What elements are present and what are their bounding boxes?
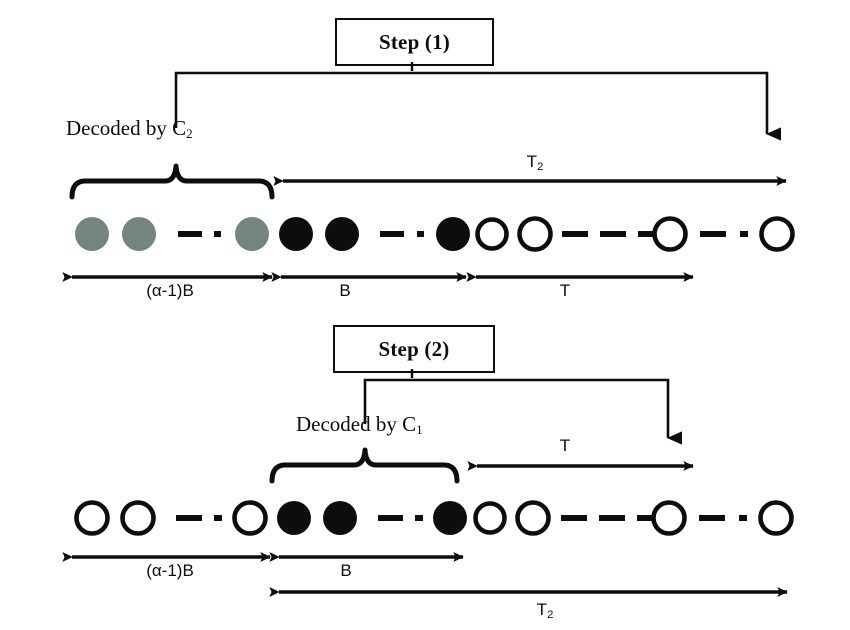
node-white xyxy=(232,500,268,536)
ellipsis-dot xyxy=(214,231,221,237)
step-2-curly-brace xyxy=(269,447,460,484)
step-2-brace-label-subscript: 1 xyxy=(416,421,423,437)
ellipsis-dash xyxy=(600,231,626,237)
node-black xyxy=(325,217,359,251)
step-2-segment-label-b: B xyxy=(340,561,352,580)
ellipsis-dash xyxy=(699,515,725,521)
node-gray xyxy=(75,217,109,251)
step-2-top-span-label: T xyxy=(545,436,585,457)
step-1-box: Step (1) xyxy=(335,18,494,66)
step-1-segment-label-t: T xyxy=(559,281,571,300)
step-2-box: Step (2) xyxy=(333,325,495,373)
step-1-top-span-label-subscript: 2 xyxy=(537,160,544,173)
ellipsis-dot xyxy=(740,231,748,237)
ellipsis-dot xyxy=(739,515,747,521)
step-2-node-row xyxy=(74,500,794,536)
step-2-box-label: Step (2) xyxy=(378,336,450,361)
node-gray xyxy=(235,217,269,251)
step-1-flow-connector xyxy=(174,62,781,141)
step-1-brace-label-subscript: 2 xyxy=(186,125,193,141)
step-1-segment-label-b: B xyxy=(339,281,351,300)
node-white xyxy=(651,500,687,536)
step-1-node-row xyxy=(75,216,795,252)
node-black xyxy=(277,501,311,535)
step-1-box-label: Step (1) xyxy=(378,29,450,54)
node-white xyxy=(74,500,110,536)
node-white xyxy=(515,500,551,536)
ellipsis-dash xyxy=(176,515,202,521)
ellipsis-dot xyxy=(417,231,424,237)
ellipsis-dash xyxy=(378,515,403,521)
step-2-measure-arrows xyxy=(62,552,788,597)
ellipsis-dot xyxy=(415,515,423,521)
node-white xyxy=(758,500,794,536)
ellipsis-dash xyxy=(637,515,653,521)
ellipsis-dash xyxy=(700,231,726,237)
step-1-curly-brace xyxy=(69,163,275,200)
node-black xyxy=(433,501,467,535)
step-2-flow-connector xyxy=(363,369,682,445)
step-2-bottom-span-label: T2 xyxy=(515,600,575,621)
ellipsis-dash xyxy=(562,231,588,237)
node-gray xyxy=(122,217,156,251)
node-black xyxy=(279,217,313,251)
step-1-top-span-label-text: T xyxy=(526,152,538,171)
step-2-brace-label: Decoded by C1 xyxy=(296,412,423,438)
ellipsis-dot xyxy=(214,515,222,521)
ellipsis-dash xyxy=(561,515,587,521)
node-black xyxy=(323,501,357,535)
node-white xyxy=(475,217,509,251)
ellipsis-dash xyxy=(380,231,404,237)
step-2-bottom-span-label-text: T xyxy=(536,600,548,619)
step-1-segment-label-alpha: (α-1)B xyxy=(146,281,194,300)
node-white xyxy=(473,501,507,535)
node-white xyxy=(759,216,795,252)
step-2-brace-label-text: Decoded by C xyxy=(296,412,417,436)
step-1-top-span-label: T2 xyxy=(505,152,565,173)
step-2-top-span-label-text: T xyxy=(559,436,571,455)
step-1-brace-label: Decoded by C2 xyxy=(66,116,193,142)
step-2-segment-label-alpha: (α-1)B xyxy=(146,561,194,580)
node-white xyxy=(120,500,156,536)
node-white xyxy=(652,216,688,252)
step-2-bottom-span-label-subscript: 2 xyxy=(547,608,554,621)
step-1-brace-label-text: Decoded by C xyxy=(66,116,187,140)
node-white xyxy=(517,216,553,252)
ellipsis-dash xyxy=(178,231,202,237)
ellipsis-dash xyxy=(599,515,625,521)
node-black xyxy=(436,217,470,251)
ellipsis-dash xyxy=(638,231,654,237)
